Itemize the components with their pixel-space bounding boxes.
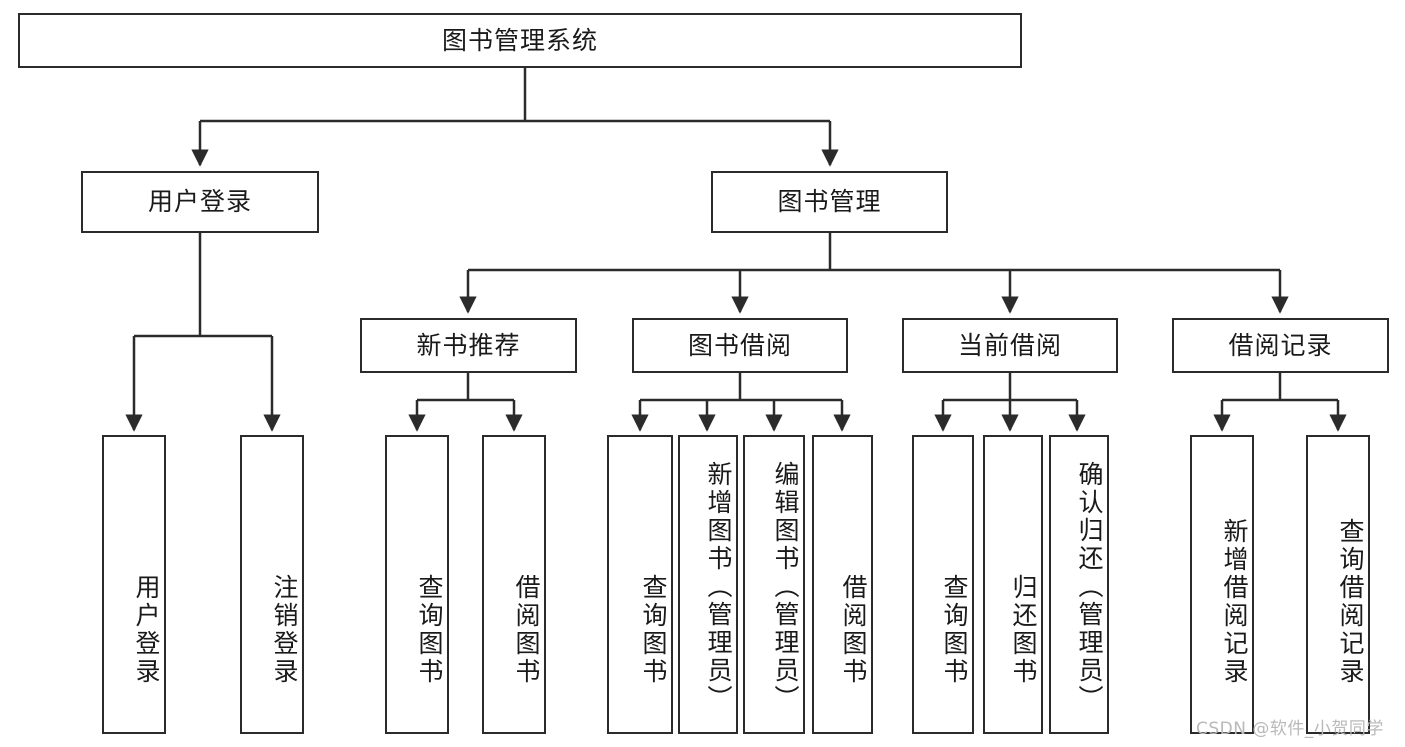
- leaf-borrow-book-recommend[interactable]: 借阅图书: [482, 435, 546, 734]
- node-label: 归还图书: [1009, 573, 1038, 686]
- leaf-query-book-recommend[interactable]: 查询图书: [385, 435, 449, 734]
- node-label: 查询图书: [639, 573, 668, 686]
- node-label: 查询图书: [415, 573, 444, 686]
- node-label: 新增图书（管理员）: [704, 460, 733, 713]
- node-label: 用户登录: [132, 573, 161, 686]
- node-label: 借阅图书: [839, 573, 868, 686]
- node-label: 确认归还（管理员）: [1075, 460, 1104, 713]
- node-label: 新书推荐: [416, 330, 521, 360]
- node-label: 图书借阅: [687, 330, 792, 360]
- node-label: 当前借阅: [957, 330, 1062, 360]
- node-new-book-recommend[interactable]: 新书推荐: [360, 318, 577, 373]
- leaf-query-book-borrow[interactable]: 查询图书: [607, 435, 673, 734]
- leaf-add-borrow-record[interactable]: 新增借阅记录: [1190, 435, 1254, 734]
- leaf-edit-book-admin[interactable]: 编辑图书（管理员）: [743, 435, 805, 734]
- node-book-management[interactable]: 图书管理: [711, 171, 948, 233]
- node-root-system[interactable]: 图书管理系统: [18, 13, 1022, 68]
- leaf-logout[interactable]: 注销登录: [240, 435, 304, 734]
- leaf-add-book-admin[interactable]: 新增图书（管理员）: [678, 435, 738, 734]
- leaf-query-borrow-record[interactable]: 查询借阅记录: [1306, 435, 1370, 734]
- node-label: 图书管理系统: [441, 25, 598, 55]
- node-label: 借阅图书: [512, 573, 541, 686]
- leaf-return-book[interactable]: 归还图书: [983, 435, 1043, 734]
- leaf-confirm-return-admin[interactable]: 确认归还（管理员）: [1049, 435, 1109, 734]
- node-label: 新增借阅记录: [1220, 518, 1249, 686]
- node-current-borrow[interactable]: 当前借阅: [902, 318, 1118, 373]
- leaf-user-login[interactable]: 用户登录: [102, 435, 166, 734]
- node-label: 查询图书: [940, 573, 969, 686]
- watermark-text: CSDN @软件_小贺同学: [1196, 719, 1384, 739]
- node-label: 用户登录: [147, 187, 252, 217]
- node-label: 图书管理: [777, 187, 882, 217]
- node-label: 注销登录: [270, 573, 299, 686]
- node-label: 借阅记录: [1228, 330, 1333, 360]
- node-label: 编辑图书（管理员）: [771, 460, 800, 713]
- node-borrow-record[interactable]: 借阅记录: [1172, 318, 1389, 373]
- node-user-login[interactable]: 用户登录: [81, 171, 319, 233]
- node-book-borrow[interactable]: 图书借阅: [632, 318, 848, 373]
- node-label: 查询借阅记录: [1336, 518, 1365, 686]
- leaf-query-book-current[interactable]: 查询图书: [912, 435, 974, 734]
- leaf-borrow-book[interactable]: 借阅图书: [812, 435, 873, 734]
